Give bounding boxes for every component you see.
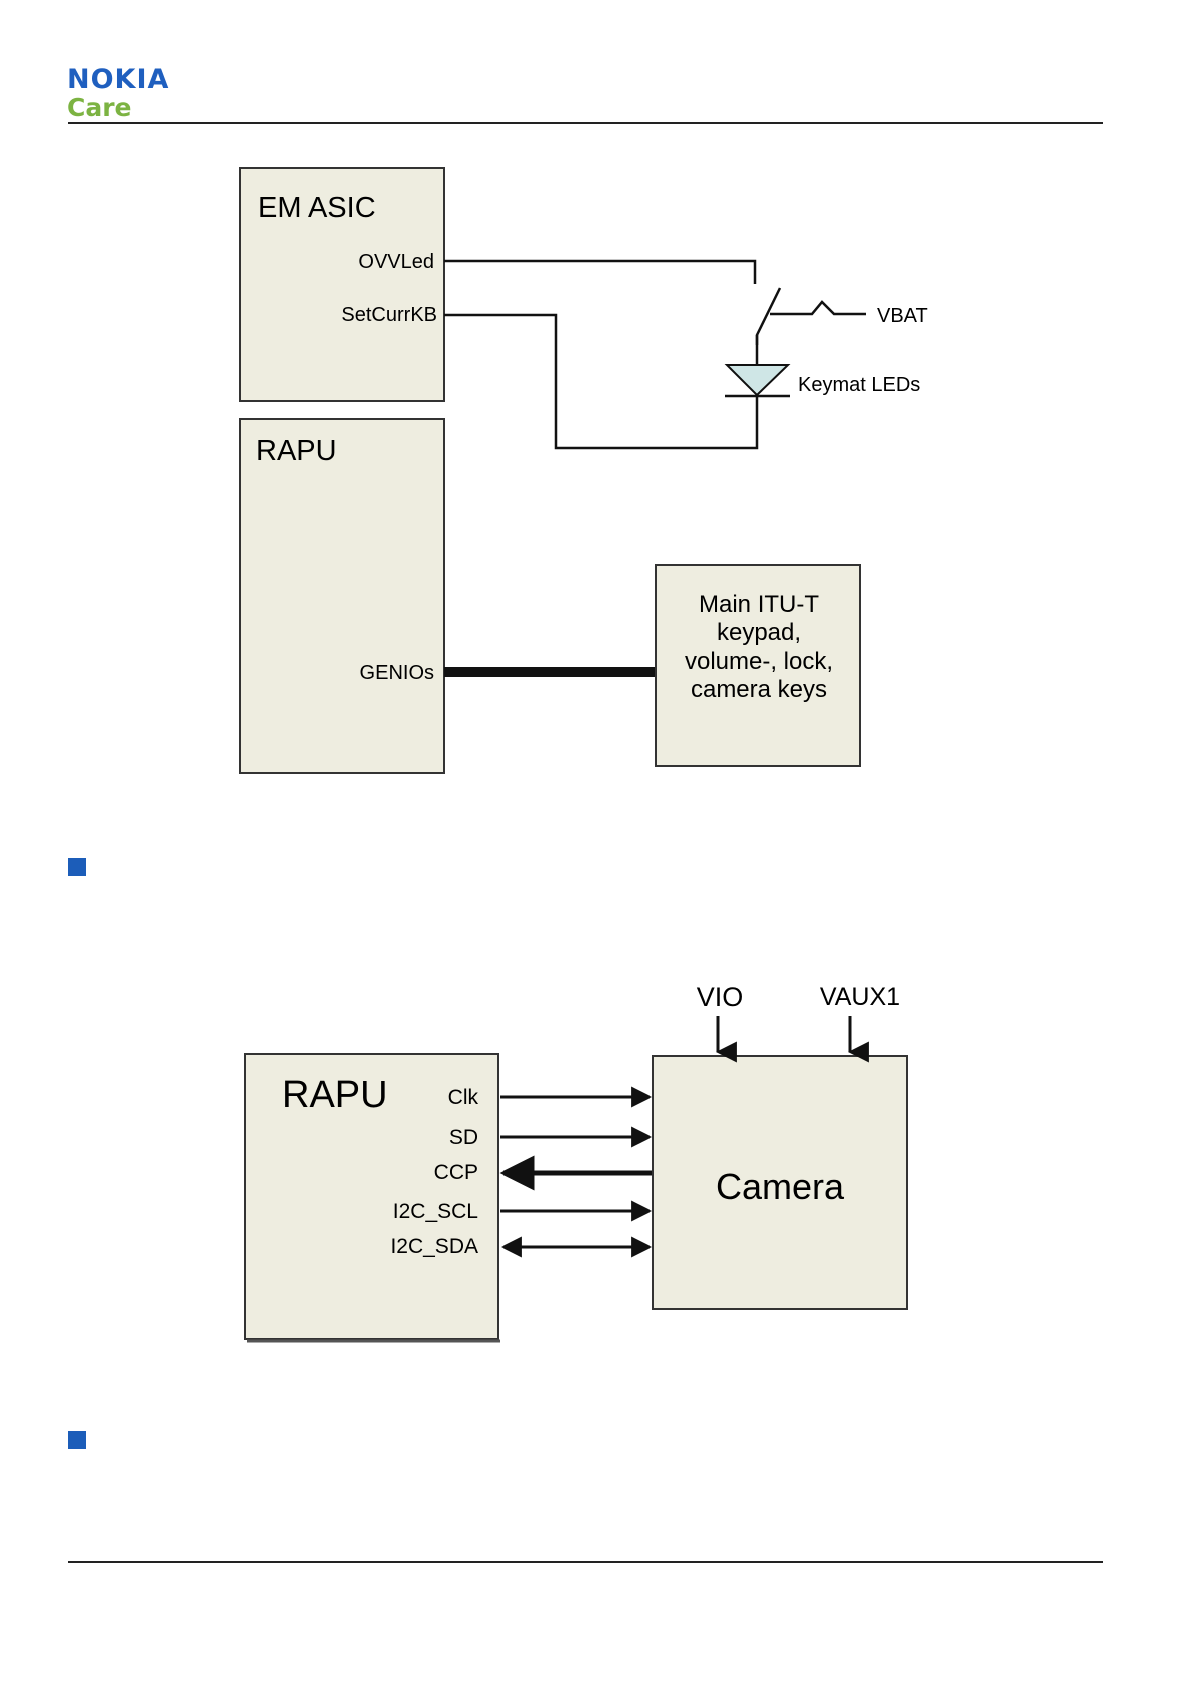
signal-label-i2c-scl: I2C_SCL [393, 1200, 478, 1223]
vio-label: VIO [697, 982, 744, 1012]
signal-label-i2c-sda: I2C_SDA [390, 1235, 478, 1258]
vbat-label: VBAT [877, 305, 928, 327]
genios-pin-label: GENIOs [360, 662, 434, 684]
keypad-line-4: camera keys [691, 676, 827, 703]
camera-diagram: RAPU Clk SD CCP I2C_SCL I2C_SDA Camera V… [245, 982, 907, 1341]
keyboard-diagram: EM ASIC OVVLed SetCurrKB RAPU GENIOs VBA… [240, 168, 928, 773]
vbat-wire [770, 302, 866, 314]
genios-bus [444, 667, 656, 677]
vaux1-label: VAUX1 [820, 983, 900, 1011]
keypad-line-1: Main ITU-T [699, 591, 819, 618]
ovvled-wire [444, 261, 755, 284]
camera-title: Camera [716, 1166, 845, 1207]
keypad-line-3: volume-, lock, [685, 648, 833, 675]
setcurrkb-wire [444, 315, 757, 448]
keymat-leds-label: Keymat LEDs [798, 374, 920, 396]
ovvled-pin-label: OVVLed [358, 251, 434, 273]
setcurrkb-pin-label: SetCurrKB [341, 304, 437, 326]
led-diode-icon [727, 365, 788, 395]
rapu-box [240, 419, 444, 773]
signal-label-ccp: CCP [434, 1161, 478, 1184]
em-asic-title: EM ASIC [258, 192, 376, 224]
signal-label-sd: SD [449, 1126, 478, 1149]
section-bullet-2 [68, 1431, 86, 1449]
section-bullet-1 [68, 858, 86, 876]
keypad-line-2: keypad, [717, 619, 801, 646]
rapu-title: RAPU [256, 435, 337, 467]
signal-label-clk: Clk [448, 1086, 479, 1109]
rapu-camera-title: RAPU [282, 1074, 388, 1116]
footer-rule [68, 1561, 1103, 1563]
switch-icon [757, 288, 780, 345]
